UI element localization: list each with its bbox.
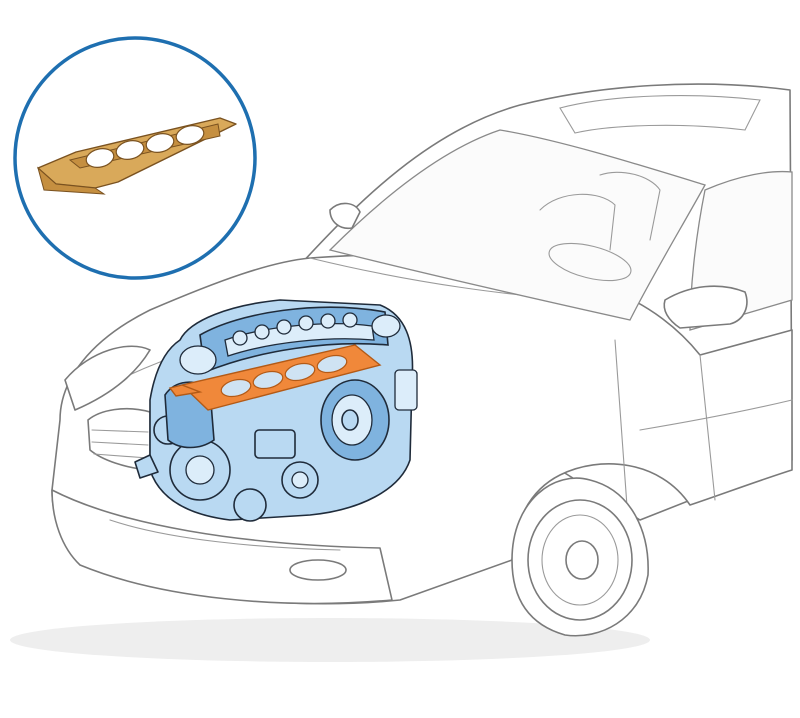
head-gasket-icon	[37, 117, 237, 195]
head-gasket-highlight	[168, 344, 382, 411]
gasket-inset	[13, 36, 257, 280]
ground-shadow	[10, 618, 650, 662]
